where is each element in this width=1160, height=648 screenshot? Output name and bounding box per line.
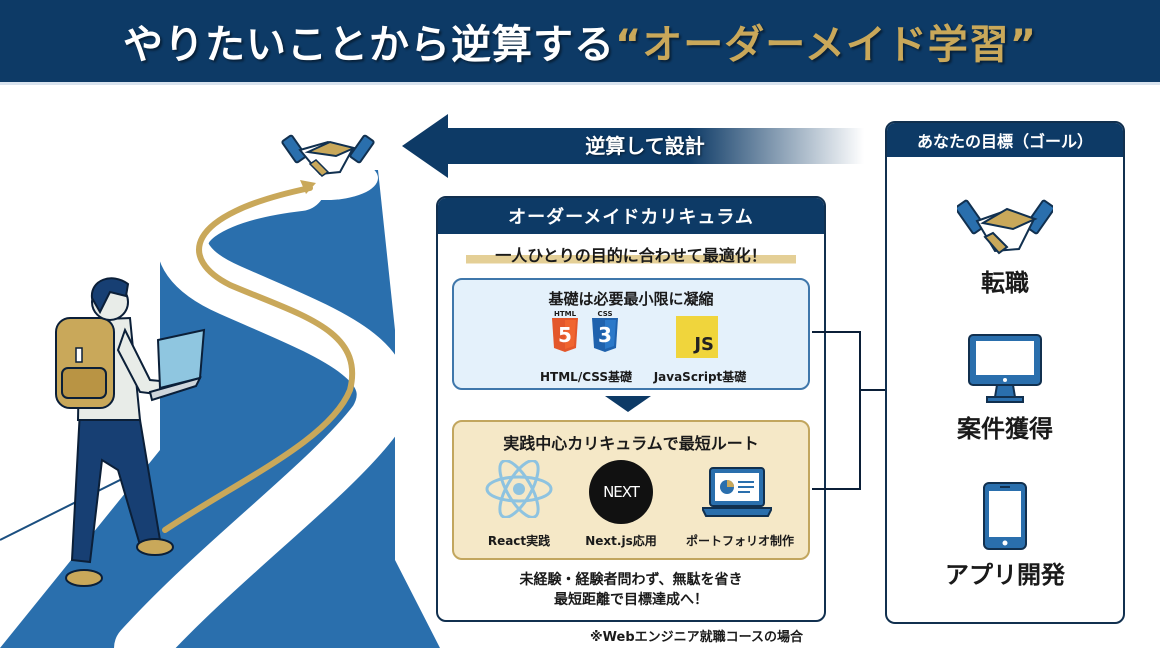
goal-label-app-development: アプリ開発 bbox=[945, 561, 1065, 589]
curriculum-header: オーダーメイドカリキュラム bbox=[438, 198, 824, 234]
practice-section: 実践中心カリキュラムで最短ルート React実践 NEXT Next.js応用 … bbox=[452, 420, 810, 560]
goal-label-career-change: 転職 bbox=[981, 269, 1029, 297]
monitor-icon bbox=[968, 334, 1042, 403]
flow-down-arrow-icon bbox=[605, 396, 651, 412]
goal-item-career-change: 転職 bbox=[887, 193, 1123, 298]
svg-text:5: 5 bbox=[558, 323, 572, 347]
laptop-chart-icon bbox=[702, 467, 772, 517]
goal-label-project-acquisition: 案件獲得 bbox=[957, 415, 1053, 443]
portfolio-label: ポートフォリオ制作 bbox=[685, 534, 794, 548]
goal-panel: あなたの目標（ゴール） 転職 案件獲得 アプリ開発 bbox=[885, 121, 1125, 624]
title-main: やりたいことから逆算する bbox=[123, 22, 615, 68]
goal-item-app-development: アプリ開発 bbox=[887, 481, 1123, 590]
footer-line-2: 最短距離で目標達成へ！ bbox=[554, 592, 708, 608]
goal-header: あなたの目標（ゴール） bbox=[887, 123, 1123, 157]
html5-icon: HTML 5 bbox=[550, 310, 580, 356]
javascript-icon: JS bbox=[676, 316, 718, 358]
html-css-basics-label: HTML/CSS基礎 bbox=[540, 370, 632, 384]
page-title: やりたいことから逆算する“オーダーメイド学習” bbox=[123, 12, 1037, 70]
title-banner: やりたいことから逆算する“オーダーメイド学習” bbox=[0, 0, 1160, 85]
javascript-basics-label: JavaScript基礎 bbox=[653, 370, 747, 384]
nextjs-icon: NEXT bbox=[589, 460, 653, 524]
goal-item-project-acquisition: 案件獲得 bbox=[887, 333, 1123, 444]
nextjs-label: Next.js応用 bbox=[585, 534, 657, 548]
smartphone-icon bbox=[983, 482, 1027, 550]
curriculum-panel: オーダーメイドカリキュラム 一人ひとりの目的に合わせて最適化！ 基礎は必要最小限… bbox=[436, 196, 826, 622]
handshake-icon bbox=[281, 134, 375, 177]
svg-text:3: 3 bbox=[598, 323, 612, 347]
practice-title: 実践中心カリキュラムで最短ルート bbox=[503, 434, 759, 453]
curriculum-subtitle: 一人ひとりの目的に合わせて最適化！ bbox=[466, 242, 796, 266]
course-note: ※Webエンジニア就職コースの場合 bbox=[590, 630, 803, 645]
curriculum-footer: 未経験・経験者問わず、無駄を省き 最短距離で目標達成へ！ bbox=[438, 570, 824, 610]
backpack-icon bbox=[55, 317, 115, 409]
basics-section: 基礎は必要最小限に凝縮 HTML 5 CSS 3 HTML/CSS基礎 JS J… bbox=[452, 278, 810, 390]
learner-figure bbox=[55, 277, 206, 587]
title-accent: “オーダーメイド学習” bbox=[615, 22, 1037, 68]
react-label: React実践 bbox=[487, 534, 551, 548]
handshake-icon bbox=[954, 199, 1056, 255]
learner-path-illustration bbox=[0, 134, 440, 648]
laptop-icon bbox=[148, 328, 206, 402]
arrow-label: 逆算して設計 bbox=[585, 134, 705, 158]
css3-icon: CSS 3 bbox=[590, 310, 620, 356]
reverse-planning-arrow bbox=[402, 114, 864, 178]
footer-line-1: 未経験・経験者問わず、無駄を省き bbox=[519, 572, 743, 588]
react-icon bbox=[485, 460, 553, 518]
basics-title: 基礎は必要最小限に凝縮 bbox=[548, 290, 714, 308]
bracket-connector bbox=[812, 331, 886, 490]
